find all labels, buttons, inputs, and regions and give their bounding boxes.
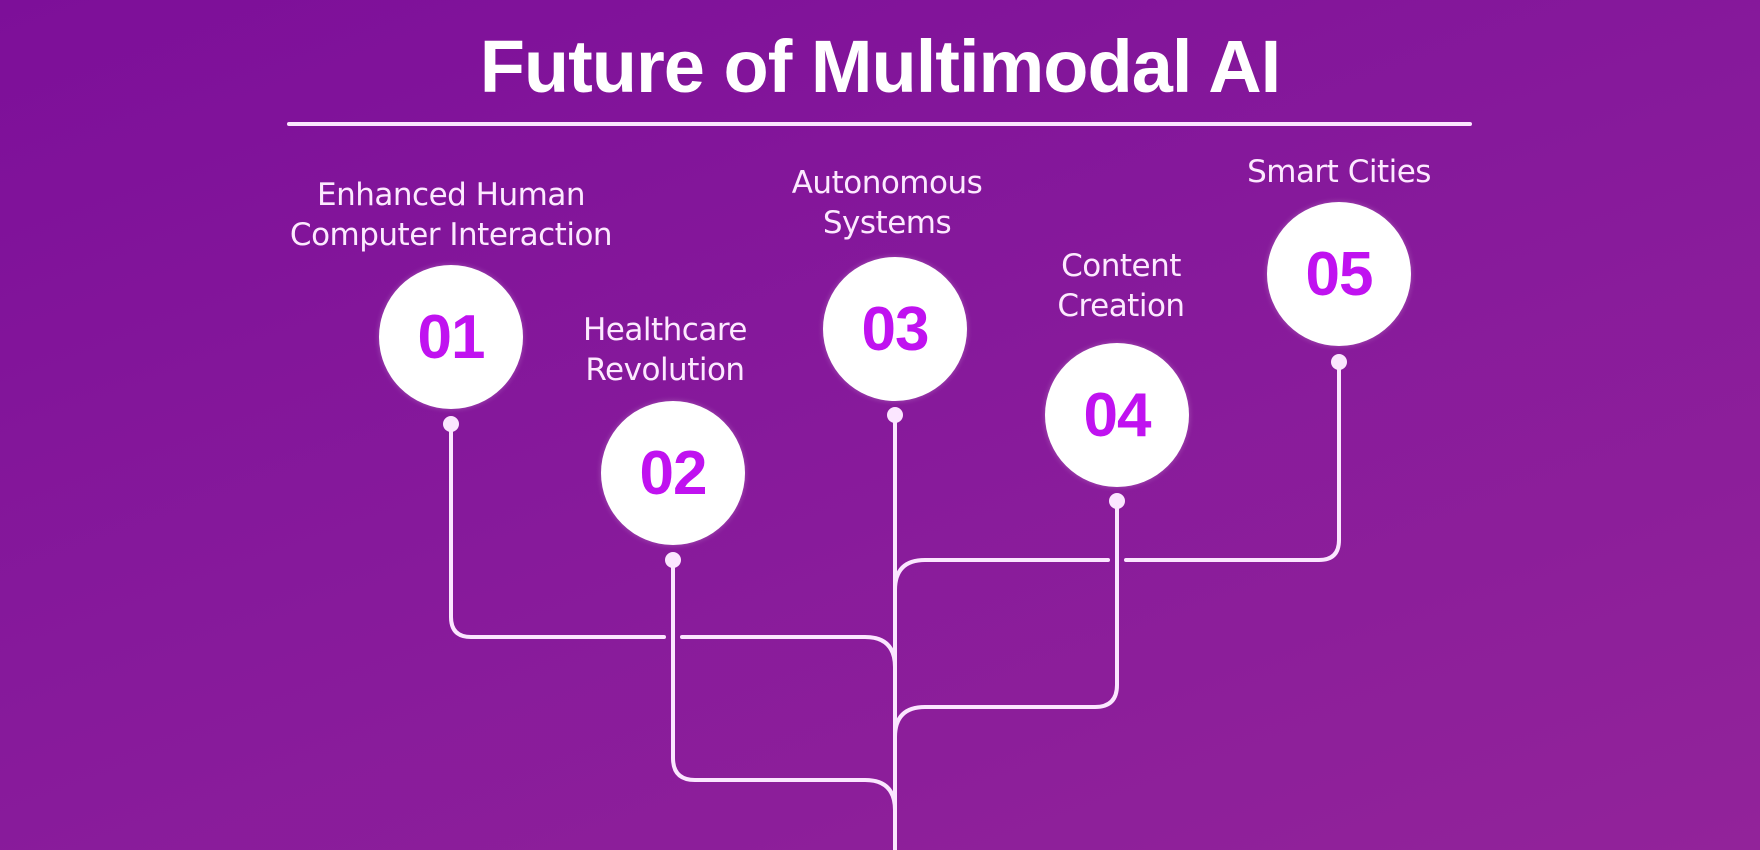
node-label-02-line-2: Revolution xyxy=(585,352,745,388)
node-label-02-line-1: Healthcare xyxy=(583,312,747,348)
node-label-01-line-1: Enhanced Human xyxy=(317,177,585,213)
node-label-02: Healthcare Revolution xyxy=(485,310,845,390)
branch-line-02 xyxy=(671,558,897,812)
title-divider xyxy=(287,122,1472,126)
node-label-04: Content Creation xyxy=(941,246,1301,326)
node-circle-02: 02 xyxy=(601,401,745,545)
node-label-03-line-1: Autonomous xyxy=(791,165,983,201)
node-number-04: 04 xyxy=(1083,380,1152,450)
node-number-02: 02 xyxy=(639,438,708,508)
node-number-03: 03 xyxy=(861,294,930,364)
node-circle-05: 05 xyxy=(1267,202,1411,346)
connector-dot-05 xyxy=(1331,354,1347,370)
node-label-05-line-1: Smart Cities xyxy=(1247,154,1431,190)
node-label-03-line-2: Systems xyxy=(822,205,952,241)
node-label-01-line-2: Computer Interaction xyxy=(289,217,613,253)
connector-dot-02 xyxy=(665,552,681,568)
branch-line-05 xyxy=(893,360,1341,592)
node-circle-04: 04 xyxy=(1045,343,1189,487)
node-label-04-line-1: Content xyxy=(1061,248,1181,284)
node-circle-01: 01 xyxy=(379,265,523,409)
node-label-05: Smart Cities xyxy=(1159,152,1519,192)
connector-dot-04 xyxy=(1109,493,1125,509)
node-number-05: 05 xyxy=(1305,239,1374,309)
node-number-01: 01 xyxy=(417,302,486,372)
connector-dot-03 xyxy=(887,407,903,423)
connector-dot-01 xyxy=(443,416,459,432)
node-label-01: Enhanced Human Computer Interaction xyxy=(271,175,631,255)
page-title: Future of Multimodal AI xyxy=(479,25,1282,108)
node-label-03: Autonomous Systems xyxy=(707,163,1067,243)
branch-line-04 xyxy=(893,499,1119,739)
branch-line-01 xyxy=(449,422,897,669)
node-label-04-line-2: Creation xyxy=(1057,288,1185,324)
node-circle-03: 03 xyxy=(823,257,967,401)
